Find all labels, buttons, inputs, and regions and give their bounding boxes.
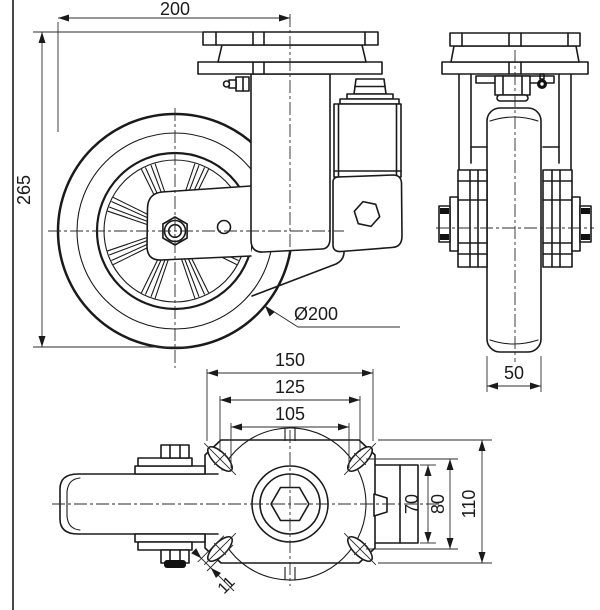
spring-housing	[333, 78, 402, 178]
plate-tab	[373, 493, 388, 517]
dim-bolt-pattern-length-group: 125	[219, 377, 361, 452]
dim-overall-length: 200	[160, 0, 190, 19]
lower-bracket	[332, 174, 403, 253]
dim-plate-width: 110	[459, 490, 479, 519]
wheel-plan-inner	[66, 477, 81, 531]
dim-slot-span-group: 105	[230, 404, 350, 468]
dim-plate-length-group: 150	[206, 350, 374, 441]
axle-plan-top	[134, 444, 206, 475]
side-view	[48, 14, 403, 368]
dome-notches	[284, 428, 296, 580]
dim-fork-profile-group: 70	[402, 464, 436, 544]
grease-fitting-side	[222, 76, 250, 92]
axle-plan-bottom	[134, 533, 206, 568]
dim-wheel-diameter: Ø200	[294, 304, 338, 324]
dim-wheel-diameter-group: Ø200	[264, 304, 400, 328]
top-plate-side	[197, 31, 383, 75]
dim-fork-profile-width: 70	[402, 494, 422, 514]
front-view	[436, 32, 594, 362]
top-view	[52, 427, 442, 586]
fork-legs-front	[457, 73, 573, 268]
fork-arm	[146, 185, 252, 261]
grease-fitting-front	[537, 73, 547, 89]
dim-bolt-pattern-length: 125	[275, 377, 305, 397]
rear-arm-edge	[251, 251, 345, 297]
axle-bolt-left	[438, 196, 459, 252]
fork-arm-fill	[147, 186, 251, 261]
dim-slot-width: 11	[215, 574, 239, 598]
fork-leg	[250, 73, 331, 253]
dim-bolt-pattern-width-group: 80	[366, 458, 458, 550]
arm-hole	[216, 219, 232, 235]
dim-overall-height-group: 265	[14, 31, 203, 348]
dim-overall-length-group: 200	[57, 0, 290, 132]
bolt-slots	[203, 442, 377, 566]
dim-wheel-width-group: 50	[486, 356, 542, 392]
wheel-front	[486, 107, 542, 353]
tread-line-top	[489, 116, 539, 122]
axle-bolt-right	[571, 196, 592, 252]
dim-plate-width-group: 110	[378, 439, 492, 564]
tread-line-bottom	[489, 339, 539, 345]
dim-wheel-width: 50	[504, 363, 524, 383]
dim-plate-length: 150	[275, 350, 305, 370]
dim-slot-span: 105	[275, 404, 305, 424]
dim-overall-height: 265	[14, 175, 34, 205]
dim-bolt-pattern-width: 80	[428, 494, 448, 514]
bracket-hex-bolt	[353, 200, 381, 228]
wheel-plan-fill	[60, 474, 218, 534]
